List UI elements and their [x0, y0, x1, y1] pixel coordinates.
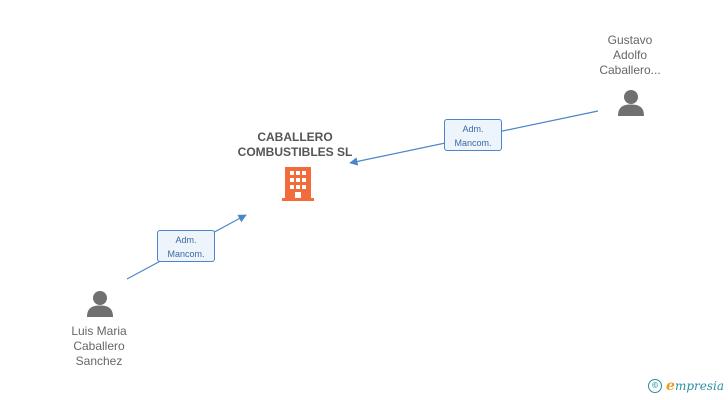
company-name-line: COMBUSTIBLES SL	[237, 145, 353, 159]
person-icon[interactable]	[87, 291, 113, 317]
edge-label-gustavo[interactable]: Adm. Mancom.	[444, 119, 502, 151]
edge-label-line: Adm.	[175, 235, 197, 245]
person-name-line: Luis Maria	[71, 324, 127, 338]
company-name-line: CABALLERO	[257, 130, 333, 144]
edge-label-luis[interactable]: Adm. Mancom.	[157, 230, 215, 262]
person-name-line: Adolfo	[612, 48, 648, 62]
brand-logo[interactable]: © empresia	[648, 378, 724, 394]
person-name-luis[interactable]: Luis Maria Caballero Sanchez	[54, 324, 144, 369]
edge-label-line: Adm.	[462, 124, 484, 134]
brand-wordmark: empresia	[666, 378, 724, 394]
person-name-line: Sanchez	[75, 354, 123, 368]
company-name[interactable]: CABALLERO COMBUSTIBLES SL	[225, 130, 365, 160]
edge-label-line: Mancom.	[167, 249, 205, 259]
person-name-line: Gustavo	[607, 33, 653, 47]
edge-label-line: Mancom.	[454, 138, 492, 148]
person-icon[interactable]	[618, 90, 644, 116]
person-name-gustavo[interactable]: Gustavo Adolfo Caballero...	[590, 33, 670, 78]
brand-mark: e	[666, 378, 675, 394]
person-name-line: Caballero...	[599, 63, 661, 77]
building-icon[interactable]	[282, 167, 314, 201]
brand-rest: mpresia	[674, 379, 724, 393]
person-name-line: Caballero	[73, 339, 125, 353]
copyright-icon: ©	[648, 379, 663, 393]
